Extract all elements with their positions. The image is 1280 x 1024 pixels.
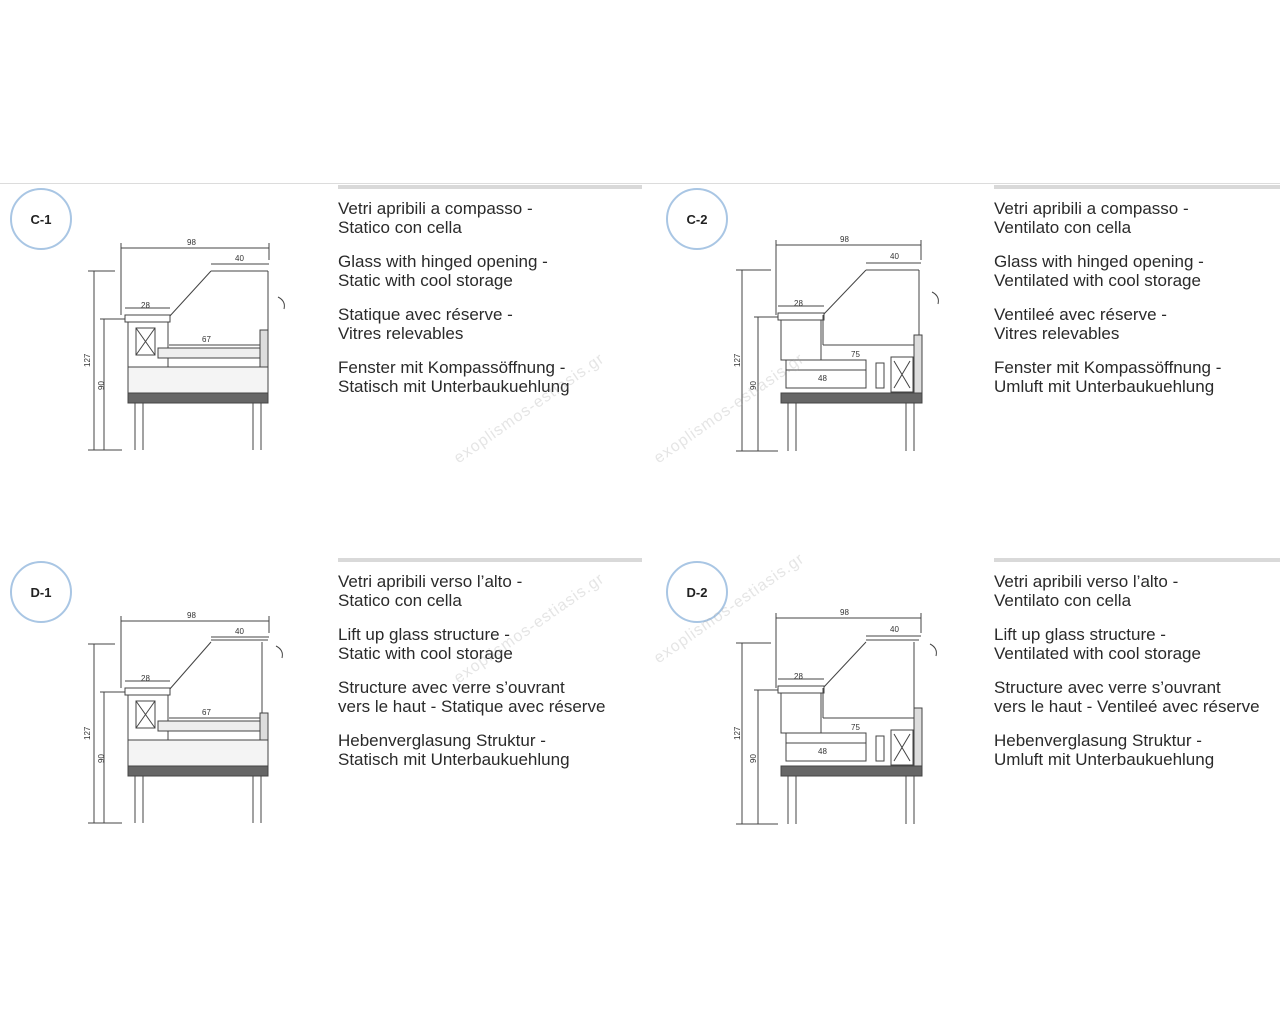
line: Fenster mit Kompassöffnung - [994,358,1222,377]
header-rule [994,558,1280,562]
line: Hebenverglasung Struktur - [338,731,546,750]
line: Vetri apribili a compasso - [338,199,533,218]
top-divider [0,183,1280,184]
dim-inner: 48 [818,747,827,756]
line: Glass with hinged opening - [994,252,1204,271]
code-label: C-2 [686,211,708,227]
header-rule [338,558,642,562]
german-text: Fenster mit Kompassöffnung -Umluft mit U… [994,358,1280,396]
dim-shelf: 28 [794,672,803,681]
panel-c2: C-2 Vetri apribili a compasso -Ventilato… [656,185,1280,515]
french-text: Ventileé avec réserve -Vitres relevables [994,305,1280,343]
dim-top: 40 [890,625,899,634]
section-drawing-ventilated-hinged: 98 40 28 75 48 127 90 [733,235,939,452]
line: vers le haut - Ventileé avec réserve [994,697,1260,716]
dim-height: 127 [733,353,742,367]
dim-counter: 90 [97,381,106,390]
header-rule [338,185,642,189]
dim-counter: 90 [97,754,106,763]
dim-width: 98 [187,611,196,620]
german-text: Hebenverglasung Struktur -Umluft mit Unt… [994,731,1280,769]
line: Lift up glass structure - [338,625,510,644]
dim-top: 40 [235,627,244,636]
code-label: D-2 [686,584,708,600]
dim-height: 127 [83,353,92,367]
dim-counter: 90 [749,381,758,390]
german-text: Hebenverglasung Struktur -Statisch mit U… [338,731,638,769]
line: Ventilato con cella [994,591,1132,610]
line: Vetri apribili verso l’alto - [338,572,523,591]
dim-top: 40 [235,254,244,263]
dim-width: 98 [187,238,196,247]
line: Ventileé avec réserve - [994,305,1167,324]
line: Hebenverglasung Struktur - [994,731,1202,750]
line: Statisch mit Unterbaukuehlung [338,750,570,769]
line: Static with cool storage [338,271,513,290]
code-label: D-1 [30,584,52,600]
dim-shelf: 28 [141,301,150,310]
french-text: Statique avec réserve -Vitres relevables [338,305,638,343]
dim-width: 98 [840,235,849,244]
italian-text: Vetri apribili verso l’alto -Ventilato c… [994,572,1280,610]
line: Structure avec verre s’ouvrant [338,678,565,697]
line: Statique avec réserve - [338,305,513,324]
section-drawing-static-hinged: 98 40 28 67 127 90 [83,238,285,451]
code-badge: C-2 [666,188,728,250]
dim-height: 127 [83,726,92,740]
code-badge: D-1 [10,561,72,623]
dim-height: 127 [733,726,742,740]
dim-deck: 67 [202,708,211,717]
description: Vetri apribili a compasso -Statico con c… [338,199,638,411]
dim-shelf: 28 [794,299,803,308]
code-badge: D-2 [666,561,728,623]
line: Lift up glass structure - [994,625,1166,644]
italian-text: Vetri apribili a compasso -Statico con c… [338,199,638,237]
line: Vetri apribili a compasso - [994,199,1189,218]
line: Structure avec verre s’ouvrant [994,678,1221,697]
italian-text: Vetri apribili verso l’alto -Statico con… [338,572,638,610]
line: Fenster mit Kompassöffnung - [338,358,566,377]
english-text: Glass with hinged opening -Ventilated wi… [994,252,1280,290]
italian-text: Vetri apribili a compasso -Ventilato con… [994,199,1280,237]
dim-top: 40 [890,252,899,261]
header-rule [994,185,1280,189]
line: Statisch mit Unterbaukuehlung [338,377,570,396]
line: Statico con cella [338,218,462,237]
line: Static with cool storage [338,644,513,663]
dim-deck: 75 [851,723,860,732]
english-text: Lift up glass structure -Ventilated with… [994,625,1280,663]
section-drawing-static-liftup: 98 40 28 67 127 90 [83,611,283,824]
section-drawing-ventilated-liftup: 98 40 28 75 48 127 90 [733,608,937,825]
dim-deck: 75 [851,350,860,359]
line: Ventilated with cool storage [994,271,1201,290]
german-text: Fenster mit Kompassöffnung -Statisch mit… [338,358,638,396]
panel-d2: D-2 Vetri apribili verso l’alto -Ventila… [656,558,1280,888]
code-badge: C-1 [10,188,72,250]
line: Vitres relevables [338,324,464,343]
line: Umluft mit Unterbaukuehlung [994,750,1215,769]
dim-inner: 48 [818,374,827,383]
description: Vetri apribili verso l’alto -Ventilato c… [994,572,1280,784]
line: Vetri apribili verso l’alto - [994,572,1179,591]
line: vers le haut - Statique avec réserve [338,697,606,716]
english-text: Glass with hinged opening -Static with c… [338,252,638,290]
dim-shelf: 28 [141,674,150,683]
line: Ventilato con cella [994,218,1132,237]
english-text: Lift up glass structure -Static with coo… [338,625,638,663]
line: Statico con cella [338,591,462,610]
dim-width: 98 [840,608,849,617]
line: Vitres relevables [994,324,1120,343]
dim-deck: 67 [202,335,211,344]
dim-counter: 90 [749,754,758,763]
code-label: C-1 [30,211,52,227]
description: Vetri apribili verso l’alto -Statico con… [338,572,638,784]
line: Umluft mit Unterbaukuehlung [994,377,1215,396]
panel-c1: C-1 Vetri apribili a compasso -Statico c… [0,185,642,515]
panel-d1: D-1 Vetri apribili verso l’alto -Statico… [0,558,642,888]
description: Vetri apribili a compasso -Ventilato con… [994,199,1280,411]
line: Glass with hinged opening - [338,252,548,271]
line: Ventilated with cool storage [994,644,1201,663]
